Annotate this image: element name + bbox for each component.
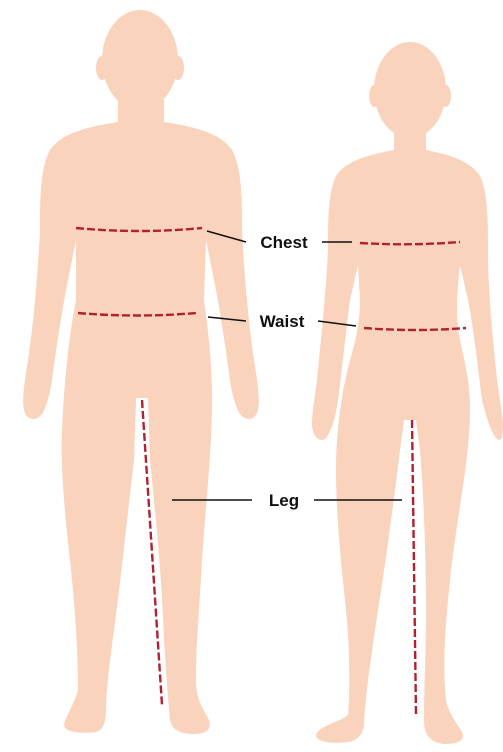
measurement-labels: Chest Waist Leg	[260, 233, 308, 510]
male-silhouette	[23, 10, 259, 734]
chest-label: Chest	[260, 233, 308, 252]
male-body	[23, 100, 259, 734]
waist-label: Waist	[260, 312, 305, 331]
female-body	[312, 128, 503, 744]
male-ear-left	[96, 56, 108, 80]
male-head	[102, 10, 178, 110]
male-ear-right	[172, 56, 184, 80]
leg-label: Leg	[269, 491, 299, 510]
female-head	[374, 42, 446, 138]
female-leg-measure	[412, 420, 416, 715]
female-silhouette	[312, 42, 503, 744]
female-ear-right	[441, 85, 451, 107]
female-ear-left	[369, 85, 379, 107]
